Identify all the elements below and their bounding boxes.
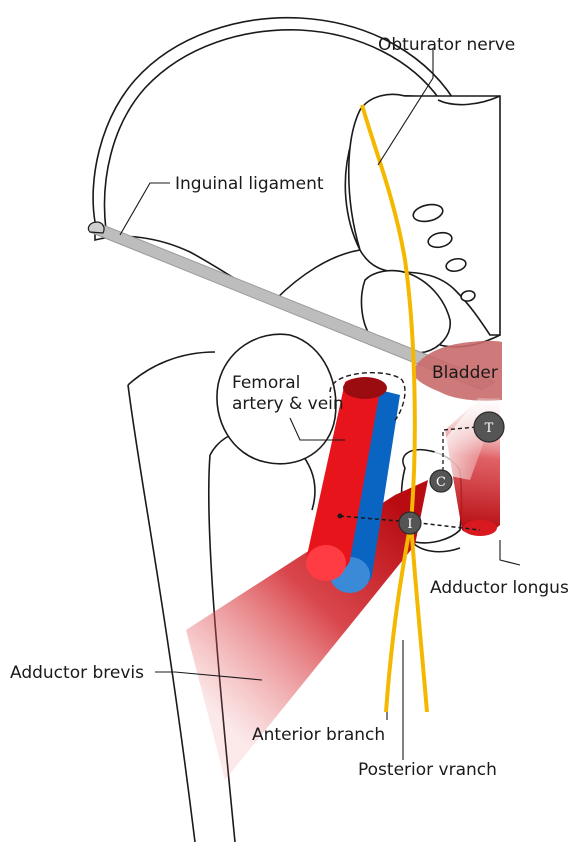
posterior-branch xyxy=(411,522,427,712)
label-femoral-vessels-line2: artery & vein xyxy=(232,394,344,414)
label-femoral-vessels-line1: Femoral xyxy=(232,373,300,393)
label-posterior-branch: Posterior vranch xyxy=(358,760,497,780)
label-adductor-longus: Adductor longus xyxy=(430,578,569,598)
marker-t: T xyxy=(474,412,504,442)
label-inguinal-ligament: Inguinal ligament xyxy=(175,174,324,194)
svg-text:C: C xyxy=(436,475,446,490)
svg-text:T: T xyxy=(485,421,494,436)
label-obturator-nerve: Obturator nerve xyxy=(378,35,515,55)
marker-i: I xyxy=(399,512,421,534)
svg-text:I: I xyxy=(407,517,412,532)
label-bladder: Bladder xyxy=(432,363,498,383)
label-adductor-brevis: Adductor brevis xyxy=(10,663,144,683)
label-anterior-branch: Anterior branch xyxy=(252,725,385,745)
marker-c: C xyxy=(430,470,452,492)
